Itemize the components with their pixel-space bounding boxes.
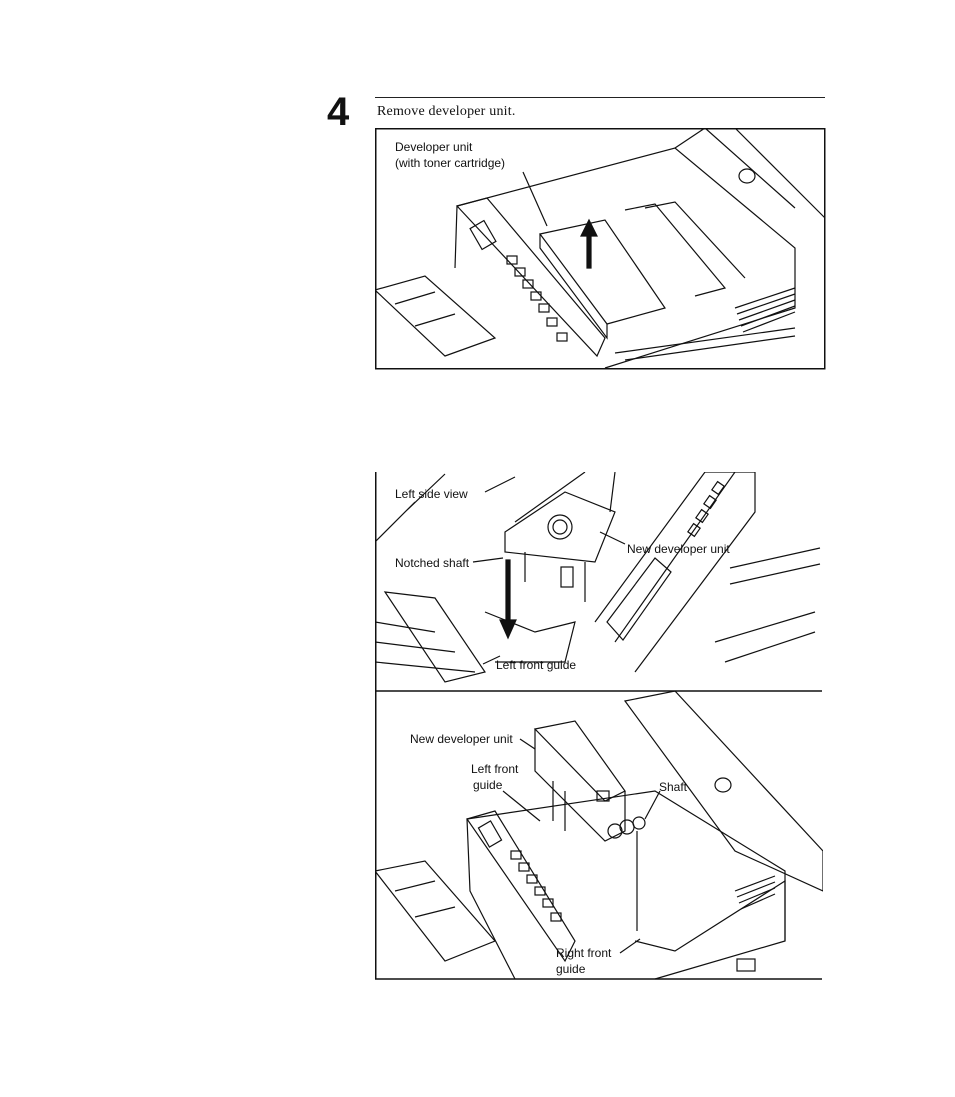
figure-remove-developer: Developer unit (with toner cartridge) — [375, 128, 827, 370]
label-left-front-line2: guide — [473, 778, 503, 792]
section-rule — [375, 97, 825, 98]
label-new-developer-unit: New developer unit — [627, 542, 730, 556]
label-shaft: Shaft — [659, 780, 688, 794]
step-number: 4 — [327, 92, 349, 132]
label-right-front-line1: Right front — [556, 946, 612, 960]
figure-left-side-view: Left side view Notched shaft New develop… — [375, 472, 823, 692]
label-left-front-line1: Left front — [471, 762, 519, 776]
printer-illustration-left-view: Left side view Notched shaft New develop… — [375, 472, 823, 692]
label-left-side-view: Left side view — [395, 487, 468, 501]
printer-illustration-top: Developer unit (with toner cartridge) — [375, 128, 827, 370]
label-left-front-guide: Left front guide — [496, 658, 576, 672]
label-notched-shaft: Notched shaft — [395, 556, 470, 570]
label-new-developer-unit-install: New developer unit — [410, 732, 513, 746]
figure-install-developer: New developer unit Left front guide Shaf… — [375, 691, 823, 981]
label-with-toner-cartridge: (with toner cartridge) — [395, 156, 505, 170]
printer-illustration-install: New developer unit Left front guide Shaf… — [375, 691, 823, 981]
label-developer-unit: Developer unit — [395, 140, 473, 154]
step-instruction: Remove developer unit. — [377, 104, 516, 120]
label-right-front-line2: guide — [556, 962, 586, 976]
